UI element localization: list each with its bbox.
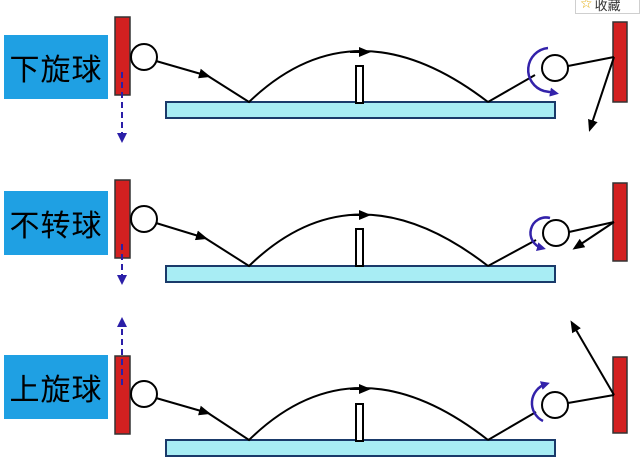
- table: [165, 439, 556, 457]
- ball: [130, 43, 158, 71]
- label-text: 不转球: [9, 209, 103, 244]
- trajectory-end: [487, 74, 536, 103]
- trajectory-bounce: [207, 387, 489, 442]
- trajectory: [155, 397, 211, 416]
- table: [165, 101, 556, 119]
- net: [355, 403, 364, 442]
- right-racket: [612, 182, 628, 262]
- trajectory-bounce: [204, 213, 489, 268]
- label-text: 下旋球: [9, 53, 103, 88]
- spin-arrow: [530, 381, 550, 423]
- incoming-line: [567, 394, 615, 404]
- trajectory: [155, 222, 208, 241]
- label-topspin: 上旋球: [4, 355, 108, 419]
- trajectory: [155, 60, 211, 79]
- ball: [130, 380, 158, 408]
- label-backspin: 下旋球: [4, 35, 108, 99]
- net: [355, 65, 364, 104]
- rebound-arrow: [572, 221, 615, 250]
- incoming-line: [567, 56, 615, 67]
- star-icon: ☆: [580, 0, 593, 12]
- label-text: 上旋球: [9, 373, 103, 408]
- left-racket: [114, 355, 131, 435]
- rebound-arrow: [588, 56, 615, 132]
- ball: [541, 391, 569, 419]
- ball: [542, 219, 570, 247]
- rebound-arrow: [570, 320, 615, 396]
- net: [355, 228, 364, 267]
- row-topspin: [114, 317, 628, 457]
- row-nospin: [114, 179, 628, 285]
- ball: [541, 54, 569, 82]
- label-nospin: 不转球: [4, 191, 108, 255]
- trajectory-end: [487, 411, 537, 441]
- favorite-button[interactable]: ☆ 收藏: [575, 0, 640, 14]
- ball: [130, 205, 158, 233]
- spin-arrow: [529, 216, 551, 252]
- right-racket: [612, 356, 628, 434]
- table: [165, 265, 556, 283]
- trajectory-end: [487, 239, 537, 267]
- spin-arrow: [527, 46, 559, 97]
- trajectory-bounce: [207, 50, 489, 104]
- favorite-label: 收藏: [594, 0, 621, 14]
- incoming-line: [568, 221, 615, 233]
- right-racket: [612, 21, 628, 103]
- row-backspin: [114, 16, 628, 143]
